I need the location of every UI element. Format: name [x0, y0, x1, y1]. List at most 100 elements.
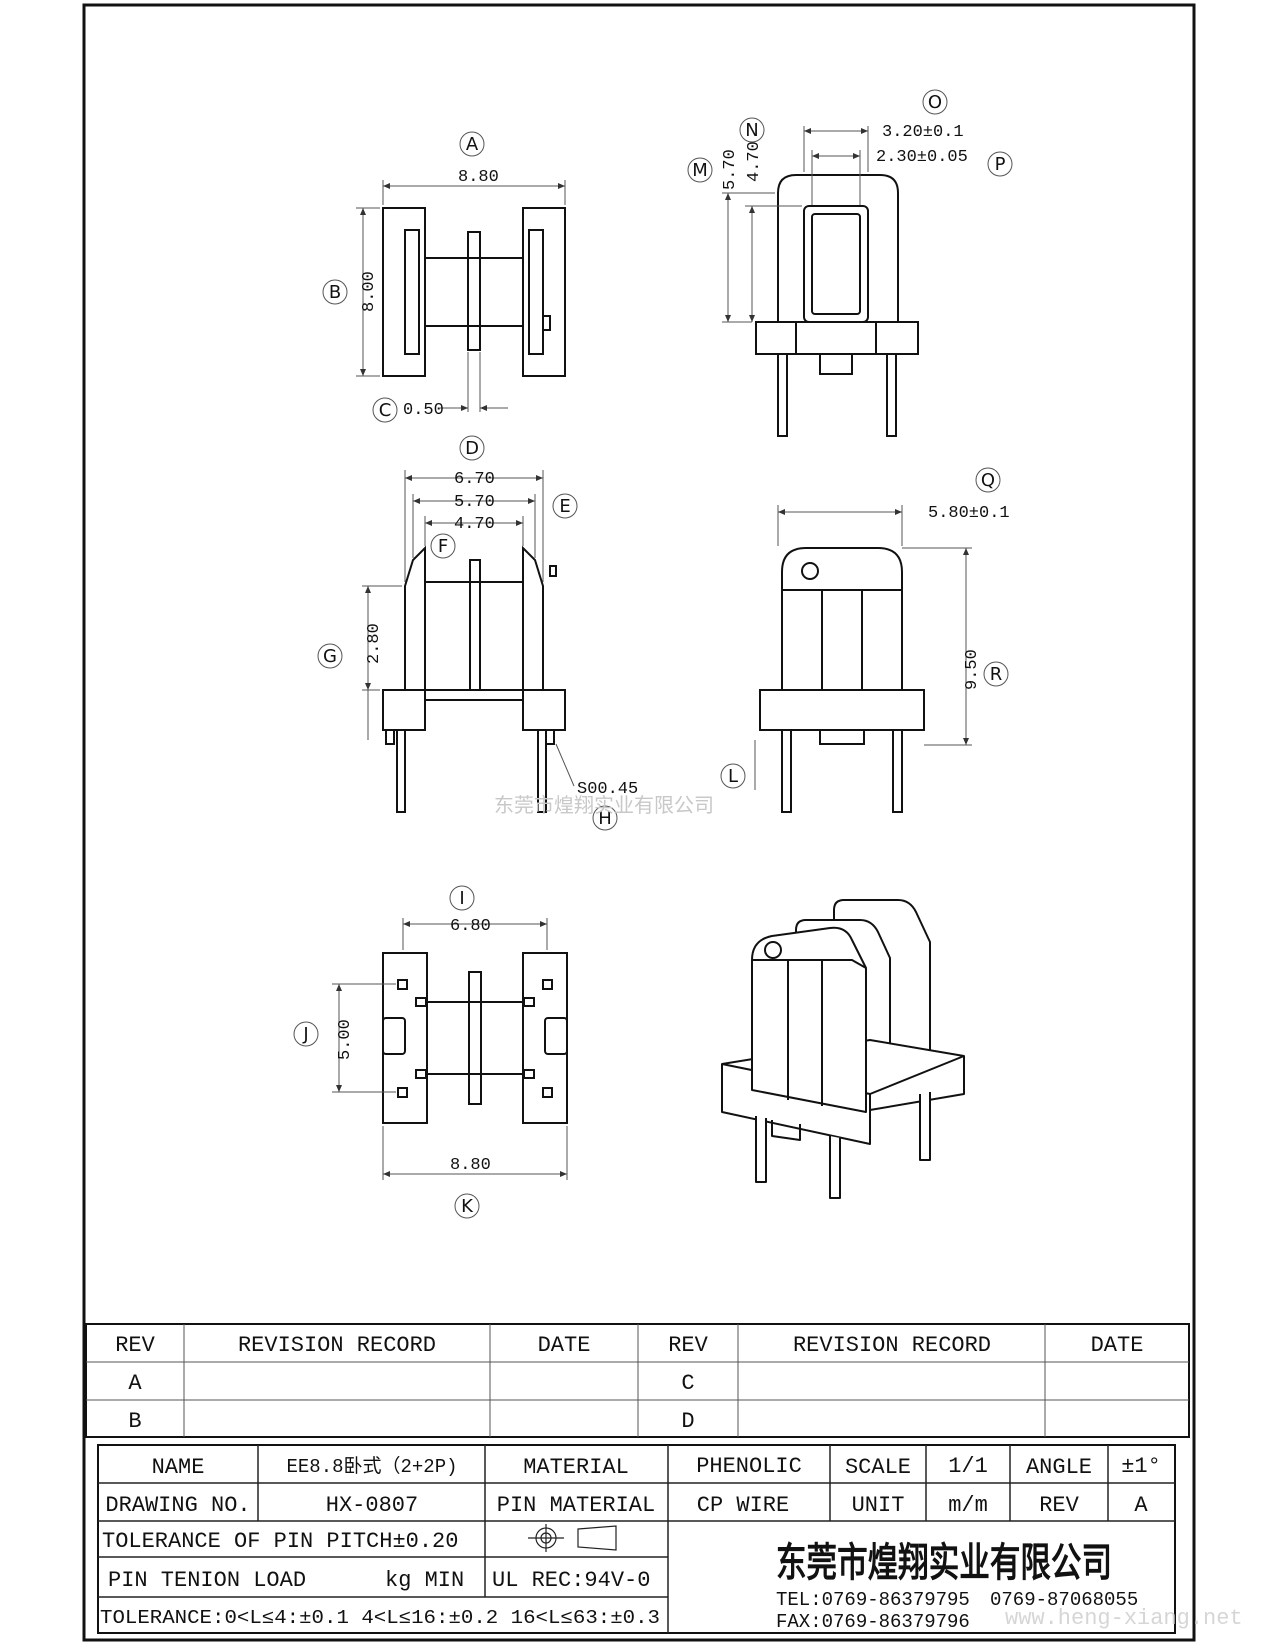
callout-i: I	[449, 885, 475, 911]
svg-text:E: E	[559, 496, 570, 517]
callout-n: N	[739, 117, 765, 143]
dim-r-value: 9.50	[963, 649, 982, 690]
title-block: NAME EE8.8卧式（2+2P) MATERIAL PHENOLIC SCA…	[97, 1444, 1243, 1634]
rev-value: A	[1134, 1493, 1148, 1518]
tolerance-pitch: TOLERANCE OF PIN PITCH±0.20	[102, 1529, 458, 1554]
scale-value: 1/1	[948, 1454, 988, 1479]
dim-k-value: 8.80	[450, 1156, 491, 1175]
dim-a-value: 8.80	[458, 168, 499, 187]
svg-text:I: I	[459, 888, 464, 909]
callout-j: J	[293, 1021, 319, 1047]
projection-symbol-icon	[528, 1524, 617, 1552]
company-name: 东莞市煌翔实业有限公司	[776, 1540, 1112, 1586]
dim-h-value: S00.45	[577, 780, 638, 799]
angle-label: ANGLE	[1026, 1455, 1092, 1480]
rev-row-a: A	[128, 1371, 142, 1396]
angle-value: ±1°	[1121, 1454, 1161, 1479]
callout-f: F	[430, 533, 456, 559]
unit-value: m/m	[948, 1493, 988, 1518]
callout-d: D	[459, 435, 485, 461]
rev-header-5: REVISION RECORD	[793, 1333, 991, 1358]
name-value: EE8.8卧式（2+2P)	[286, 1455, 457, 1478]
svg-text:G: G	[323, 646, 337, 667]
dim-p-value: 2.30±0.05	[876, 148, 968, 167]
callout-g: G	[317, 643, 343, 669]
svg-text:C: C	[379, 400, 392, 421]
ul-rec: UL REC:94V-0	[492, 1568, 650, 1593]
view-front: 6.70 5.70 4.70 2.80 S00.45	[362, 470, 638, 813]
callout-l: L	[720, 763, 746, 789]
revision-table: REV REVISION RECORD DATE REV REVISION RE…	[85, 1323, 1190, 1438]
company-tel2: 0769-87068055	[990, 1589, 1138, 1611]
view-side: 3.20±0.1 2.30±0.05 5.70 4.70	[721, 123, 968, 437]
rev-header-2: REVISION RECORD	[238, 1333, 436, 1358]
svg-text:B: B	[329, 282, 341, 303]
name-label: NAME	[152, 1455, 205, 1480]
rev-row-c: C	[681, 1371, 694, 1396]
callout-h: H	[592, 805, 618, 831]
drawing-label: DRAWING NO.	[105, 1493, 250, 1518]
tolerance-ranges: TOLERANCE:0<L≤4:±0.1 4<L≤16:±0.2 16<L≤63…	[100, 1607, 660, 1629]
dim-i-value: 6.80	[450, 917, 491, 936]
dim-m-value: 5.70	[721, 149, 740, 190]
sheet-border	[82, 3, 1196, 1642]
rev-label: REV	[1039, 1493, 1079, 1518]
dim-j-value: 5.00	[336, 1019, 355, 1060]
unit-label: UNIT	[852, 1493, 905, 1518]
pin-tenion-unit: kg MIN	[385, 1568, 464, 1593]
svg-text:Q: Q	[981, 470, 995, 491]
view-top: 8.80 8.00 0.50	[356, 168, 566, 420]
svg-text:O: O	[928, 92, 942, 113]
rev-header-6: DATE	[1091, 1333, 1144, 1358]
callout-c: C	[372, 397, 398, 423]
svg-text:P: P	[995, 154, 1006, 175]
dim-q-value: 5.80±0.1	[928, 504, 1010, 523]
view-bottom: 6.80 5.00 8.80	[332, 917, 568, 1180]
svg-text:M: M	[692, 160, 708, 181]
svg-text:N: N	[745, 120, 758, 141]
svg-text:D: D	[465, 438, 479, 459]
callout-k: K	[454, 1193, 480, 1219]
callout-b: B	[322, 279, 348, 305]
pin-material-label: PIN MATERIAL	[497, 1493, 655, 1518]
material-label: MATERIAL	[523, 1455, 629, 1480]
watermark-company: 东莞市煌翔实业有限公司	[494, 793, 714, 817]
view-isometric	[721, 899, 965, 1199]
svg-text:R: R	[990, 664, 1003, 685]
svg-text:F: F	[438, 536, 448, 557]
callout-a: A	[459, 131, 485, 157]
rev-row-b: B	[128, 1409, 141, 1434]
dim-n-value: 4.70	[745, 141, 764, 182]
watermark-site: www.heng-xiang.net	[1005, 1606, 1243, 1631]
dim-d1-value: 6.70	[454, 470, 495, 489]
callout-m: M	[687, 157, 713, 183]
view-rear: 5.80±0.1 9.50	[754, 504, 1010, 813]
callout-p: P	[987, 151, 1013, 177]
svg-text:J: J	[302, 1024, 308, 1045]
dim-d2-value: 5.70	[454, 493, 495, 512]
dim-c-value: 0.50	[403, 401, 444, 420]
pin-tenion-label: PIN TENION LOAD	[108, 1568, 306, 1593]
pin-material-value: CP WIRE	[697, 1493, 789, 1518]
callout-r: R	[983, 661, 1009, 687]
callout-o: O	[922, 89, 948, 115]
rev-row-d: D	[681, 1409, 694, 1434]
svg-text:K: K	[461, 1196, 474, 1217]
dim-g-value: 2.80	[365, 623, 384, 664]
dim-b-value: 8.00	[360, 271, 379, 312]
rev-header-4: REV	[668, 1333, 708, 1358]
callout-e: E	[552, 493, 578, 519]
svg-text:H: H	[598, 808, 612, 829]
svg-text:L: L	[728, 766, 738, 787]
rev-header-3: DATE	[538, 1333, 591, 1358]
company-tel: TEL:0769-86379795	[776, 1589, 970, 1611]
scale-label: SCALE	[845, 1455, 911, 1480]
svg-text:A: A	[466, 134, 479, 155]
company-fax: FAX:0769-86379796	[776, 1611, 970, 1633]
material-value: PHENOLIC	[696, 1454, 802, 1479]
drawing-value: HX-0807	[326, 1493, 418, 1518]
callout-q: Q	[975, 467, 1001, 493]
dim-o-value: 3.20±0.1	[882, 123, 964, 142]
rev-header-1: REV	[115, 1333, 155, 1358]
